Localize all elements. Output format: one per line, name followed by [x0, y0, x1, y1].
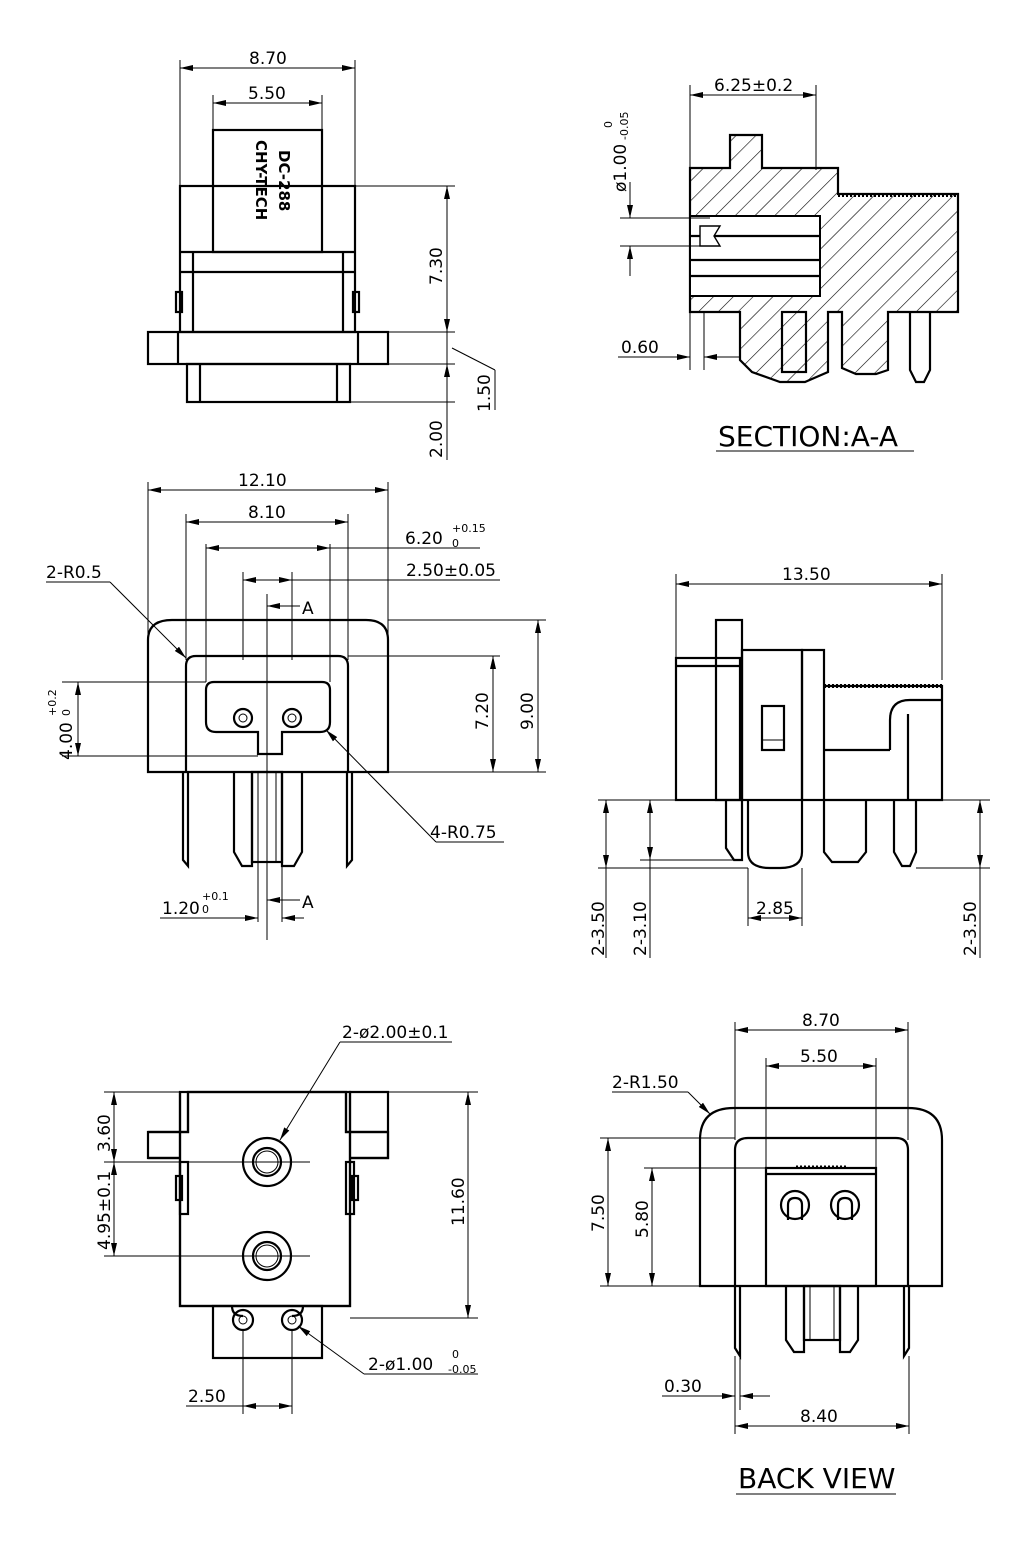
front-inner-width-label: 8.10: [248, 503, 286, 523]
back-pin-thk-label: 0.30: [664, 1377, 702, 1397]
bottom-top-offset-label: 3.60: [95, 1114, 115, 1152]
model-text: DC-288: [275, 150, 293, 211]
front-slot-width-label: 6.20: [405, 529, 443, 549]
bottom-pin-pitch-label: 2.50: [188, 1387, 226, 1407]
back-width-outer-label: 8.70: [802, 1011, 840, 1031]
top-height-label: 7.30: [427, 247, 447, 285]
back-width-inner-label: 5.50: [800, 1047, 838, 1067]
bottom-hole-small-tol-lower: -0.05: [448, 1363, 476, 1376]
side-view: 13.50 2-3.50 2-3.10 2.85: [589, 565, 990, 958]
top-width-outer-label: 8.70: [249, 49, 287, 69]
front-notch-tol-lower: 0: [202, 903, 209, 916]
section-diam-label: ø1.00: [611, 144, 631, 192]
front-slot-radius-label: 4-R0.75: [430, 823, 497, 843]
back-inner-height-label: 5.80: [633, 1200, 653, 1238]
side-pin-mid-label: 2-3.10: [631, 901, 651, 956]
front-view: 12.10 8.10 6.20 +0.15 0 2.50±0.05 A 2-R0…: [46, 471, 546, 940]
front-slot-h-tol-lower: 0: [60, 709, 73, 716]
back-pin-span-label: 8.40: [800, 1407, 838, 1427]
front-inner-height-label: 7.20: [473, 692, 493, 730]
section-offset-label: 0.60: [621, 338, 659, 358]
section-diam-tol-upper: 0: [602, 121, 615, 128]
top-base-label: 2.00: [427, 420, 447, 458]
front-slot-tol-lower: 0: [452, 537, 459, 550]
back-view-title: BACK VIEW: [738, 1462, 895, 1495]
logo-text: CHY-TECH: [252, 140, 270, 220]
back-height-label: 7.50: [589, 1194, 609, 1232]
top-width-inner-label: 5.50: [248, 84, 286, 104]
front-total-height-label: 9.00: [518, 692, 538, 730]
front-slot-height-label: 4.00: [57, 722, 77, 760]
top-view: 8.70 5.50 CHY-TECH DC-288 7.30: [146, 49, 496, 460]
bottom-view: 2-ø2.00±0.1 3.60 4.95±0.1 11.60 2-ø1.00 …: [95, 1023, 478, 1414]
section-mark-bottom: A: [302, 893, 314, 913]
front-total-width-label: 12.10: [238, 471, 287, 491]
front-notch-label: 1.20: [162, 899, 200, 919]
front-slot-tol-upper: +0.15: [452, 522, 486, 535]
front-pin-pitch-label: 2.50±0.05: [406, 561, 496, 581]
front-corner-radius-label: 2-R0.5: [46, 563, 102, 583]
side-length-label: 13.50: [782, 565, 831, 585]
section-view: 6.25±0.2 ø1.00 0 -0.05 0.60 SECTION:A-A: [602, 76, 960, 453]
bottom-hole-small-label: 2-ø1.00: [368, 1355, 433, 1375]
bottom-hole-small-tol-upper: 0: [452, 1348, 459, 1361]
section-diam-tol-lower: -0.05: [618, 112, 631, 140]
section-title: SECTION:A-A: [718, 420, 898, 453]
back-view: 8.70 5.50 2-R1.50 7.50 5: [589, 1011, 944, 1495]
top-flange-label: 1.50: [475, 374, 495, 412]
bottom-hole-large-label: 2-ø2.00±0.1: [342, 1023, 448, 1043]
bottom-total-height-label: 11.60: [449, 1177, 469, 1226]
section-mark-top: A: [302, 599, 314, 619]
front-slot-h-tol-upper: +0.2: [46, 689, 59, 716]
bottom-hole-pitch-label: 4.95±0.1: [95, 1171, 115, 1250]
side-pin-right-label: 2-3.50: [961, 901, 981, 956]
side-pin-left-label: 2-3.50: [589, 901, 609, 956]
side-pin-width-label: 2.85: [756, 899, 794, 919]
back-corner-label: 2-R1.50: [612, 1073, 679, 1093]
front-notch-tol-upper: +0.1: [202, 890, 229, 903]
section-width-label: 6.25±0.2: [714, 76, 793, 96]
